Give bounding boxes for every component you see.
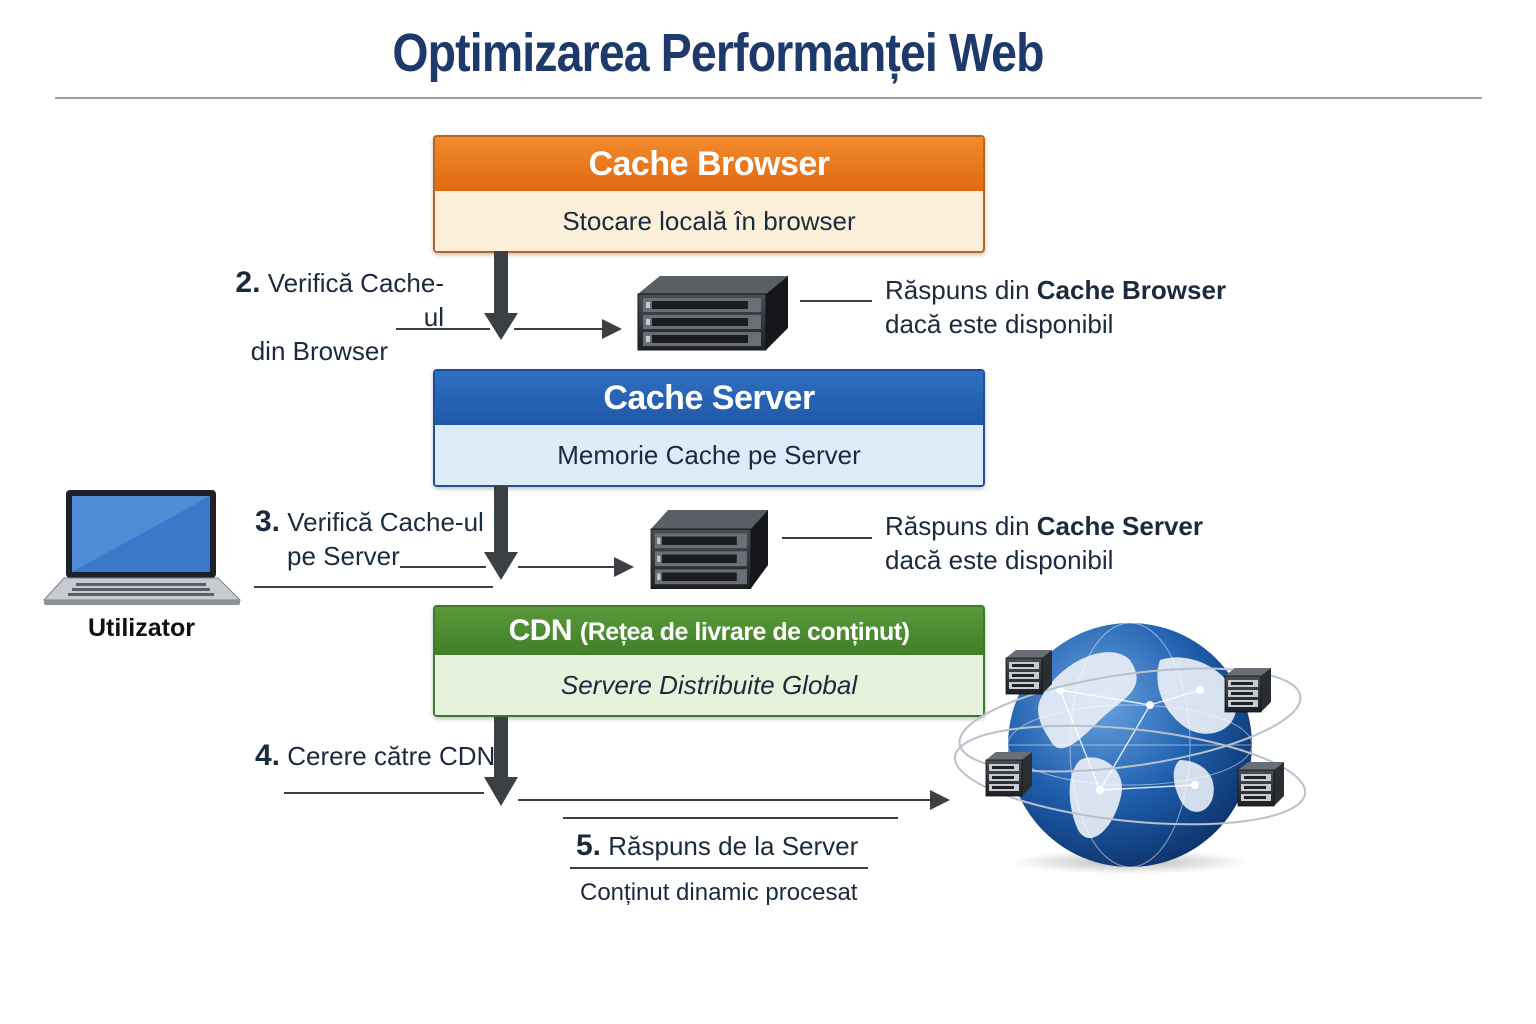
down-arrow-server bbox=[484, 486, 518, 580]
cdn-title: CDN (Rețea de livrare de conținut) bbox=[435, 607, 983, 655]
step4-number: 4. bbox=[255, 739, 281, 772]
browser-response-line2: dacă este disponibil bbox=[885, 309, 1114, 339]
browser-response: Răspuns din Cache Browser dacă este disp… bbox=[885, 273, 1245, 341]
cdn-title-extra: (Rețea de livrare de conținut) bbox=[579, 618, 910, 646]
step4-label: 4. Cerere către CDN bbox=[255, 739, 515, 773]
down-arrow-browser bbox=[484, 251, 518, 340]
cache-browser-box: Cache Browser Stocare locală în browser bbox=[433, 135, 985, 253]
server-response-line2: dacă este disponibil bbox=[885, 545, 1114, 575]
step3-number: 3. bbox=[255, 505, 281, 538]
laptop-icon bbox=[42, 490, 242, 605]
cache-server-title: Cache Server bbox=[435, 371, 983, 425]
page-title: Optimizarea Performanței Web bbox=[392, 23, 1044, 83]
step4-text: Cerere către CDN bbox=[287, 741, 496, 771]
server-response: Răspuns din Cache Server dacă este dispo… bbox=[885, 509, 1245, 577]
step3-line2: pe Server bbox=[287, 541, 400, 571]
server-rack-icon bbox=[650, 509, 769, 589]
cache-server-subtitle: Memorie Cache pe Server bbox=[435, 425, 983, 485]
step2-line1: Verifică Cache-ul bbox=[267, 268, 444, 332]
step5-number: 5. bbox=[576, 829, 602, 862]
globe-icon bbox=[953, 622, 1307, 874]
step3-line1: Verifică Cache-ul bbox=[287, 507, 484, 537]
browser-response-prefix: Răspuns din bbox=[885, 275, 1037, 305]
server-response-prefix: Răspuns din bbox=[885, 511, 1037, 541]
browser-response-bold: Cache Browser bbox=[1036, 275, 1227, 305]
cdn-subtitle: Servere Distribuite Global bbox=[435, 655, 983, 715]
down-arrow-cdn bbox=[484, 717, 518, 806]
step5-text: Răspuns de la Server bbox=[608, 831, 859, 861]
cdn-box: CDN (Rețea de livrare de conținut) Serve… bbox=[433, 605, 985, 717]
title-divider bbox=[55, 97, 1482, 99]
cache-server-box: Cache Server Memorie Cache pe Server bbox=[433, 369, 985, 487]
cache-browser-subtitle: Stocare locală în browser bbox=[435, 191, 983, 251]
step2-number: 2. bbox=[235, 266, 261, 299]
step3-label: 3. Verifică Cache-ul pe Server bbox=[255, 505, 485, 573]
cache-browser-title: Cache Browser bbox=[435, 137, 983, 191]
server-response-bold: Cache Server bbox=[1036, 511, 1203, 541]
cdn-title-main: CDN bbox=[508, 614, 573, 647]
user-label: Utilizator bbox=[88, 614, 195, 642]
step5-detail: Conținut dinamic procesat bbox=[580, 879, 858, 906]
server-rack-icon bbox=[637, 275, 789, 351]
step2-line2: din Browser bbox=[250, 336, 388, 366]
step5-label: 5. Răspuns de la Server bbox=[576, 829, 896, 863]
step2-label: 2. Verifică Cache-ul din Browser bbox=[224, 266, 444, 368]
